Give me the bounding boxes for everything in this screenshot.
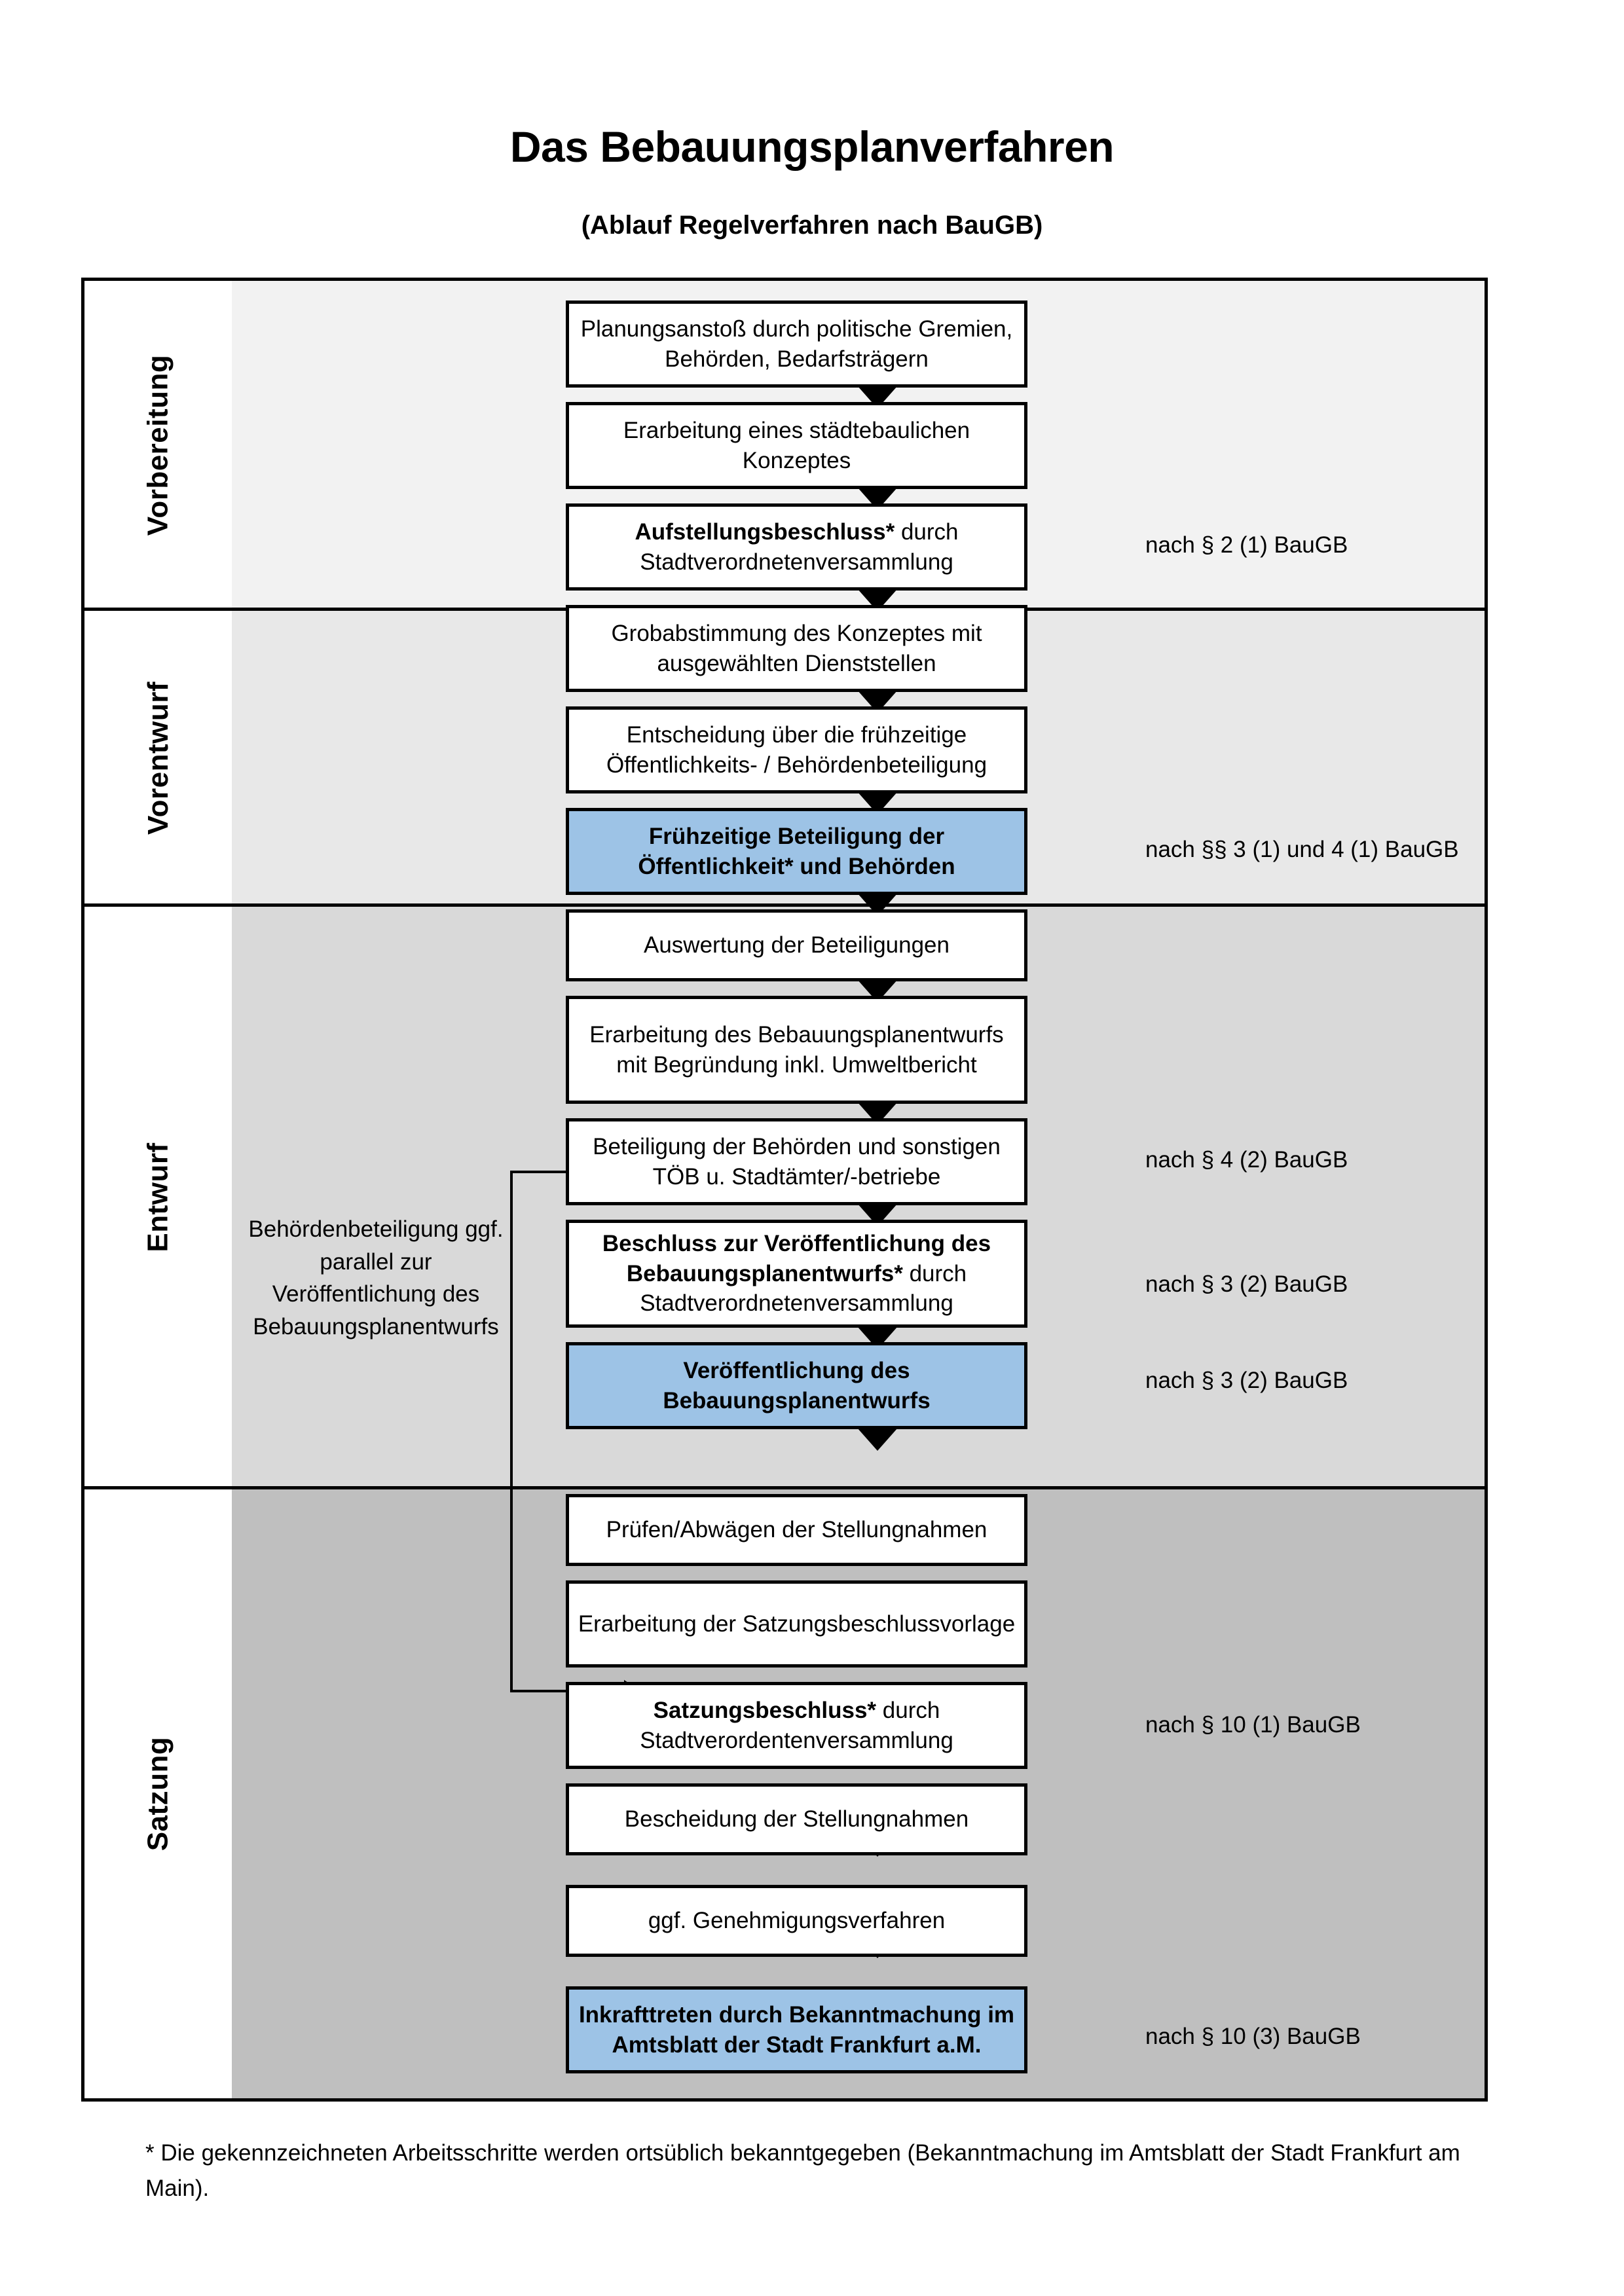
step-box-erarbeitung-bplanentwurf[interactable]: Erarbeitung des Bebauungsplanentwurfs mi… bbox=[566, 996, 1027, 1104]
phase-label-satzung: Satzung bbox=[84, 1489, 232, 2098]
phase-label-entwurf: Entwurf bbox=[84, 907, 232, 1487]
step-box-label: Erarbeitung eines städtebaulichen Konzep… bbox=[623, 418, 970, 473]
label-separator-1 bbox=[84, 608, 232, 611]
phase-label-text: Vorbereitung bbox=[141, 354, 174, 536]
label-separator-2 bbox=[84, 903, 232, 907]
step-box-grobabstimmung[interactable]: Grobabstimmung des Konzeptes mit ausgewä… bbox=[566, 605, 1027, 692]
band-separator-2 bbox=[84, 903, 1485, 907]
flowchart-frame: Vorbereitung Vorentwurf Entwurf Satzung bbox=[81, 278, 1488, 2102]
step-box-label: Prüfen/Abwägen der Stellungnahmen bbox=[606, 1517, 987, 1543]
step-box-label-rest: durch Stadtverordentenversammlung bbox=[640, 1698, 953, 1753]
step-box-label: Beschluss zur Veröffentlichung des Bebau… bbox=[577, 1229, 1016, 1319]
step-box-label: Grobabstimmung des Konzeptes mit ausgewä… bbox=[611, 621, 982, 676]
phase-label-text: Entwurf bbox=[141, 1142, 174, 1252]
step-box-satzungsbeschluss[interactable]: Satzungsbeschluss* durch Stadtverordente… bbox=[566, 1682, 1027, 1769]
step-box-label-rest: durch Bekanntmachung im Amtsblatt der St… bbox=[612, 2002, 1015, 2058]
step-box-pruefen-abwaegen[interactable]: Prüfen/Abwägen der Stellungnahmen bbox=[566, 1494, 1027, 1566]
footnote: * Die gekennzeichneten Arbeitsschritte w… bbox=[145, 2136, 1494, 2207]
step-box-label: Inkrafttreten durch Bekanntmachung im Am… bbox=[577, 2000, 1016, 2060]
step-box-bescheidung-stellungnahmen[interactable]: Bescheidung der Stellungnahmen bbox=[566, 1783, 1027, 1855]
step-box-genehmigungsverfahren[interactable]: ggf. Genehmigungsverfahren bbox=[566, 1885, 1027, 1957]
step-box-label: ggf. Genehmigungsverfahren bbox=[648, 1908, 946, 1934]
step-box-label-bold: Satzungsbeschluss* bbox=[653, 1698, 877, 1723]
step-box-label: Frühzeitige Beteiligung der Öffentlichke… bbox=[638, 824, 955, 879]
reference-par3-2-a: nach § 3 (2) BauGB bbox=[1145, 1271, 1348, 1298]
step-box-beschluss-veroeffentlichung[interactable]: Beschluss zur Veröffentlichung des Bebau… bbox=[566, 1220, 1027, 1328]
phase-label-column: Vorbereitung Vorentwurf Entwurf Satzung bbox=[84, 281, 232, 2098]
reference-text: nach § 3 (2) BauGB bbox=[1145, 1368, 1348, 1393]
phase-label-vorentwurf: Vorentwurf bbox=[84, 611, 232, 905]
reference-par3-1-4-1: nach §§ 3 (1) und 4 (1) BauGB bbox=[1145, 837, 1459, 863]
phase-label-vorbereitung: Vorbereitung bbox=[84, 281, 232, 609]
step-box-label: Entscheidung über die frühzeitige Öffent… bbox=[606, 722, 987, 778]
band-separator-3 bbox=[84, 1486, 1485, 1489]
footnote-text: * Die gekennzeichneten Arbeitsschritte w… bbox=[145, 2140, 1460, 2202]
reference-par4-2: nach § 4 (2) BauGB bbox=[1145, 1147, 1348, 1173]
bracket-vertical-segment bbox=[510, 1171, 513, 1692]
step-box-label-rest: durch Stadtverordnetenversammlung bbox=[640, 519, 959, 575]
phase-label-text: Vorentwurf bbox=[141, 681, 174, 835]
step-box-label: Beteiligung der Behörden und sonstigen T… bbox=[593, 1134, 1001, 1190]
step-box-label-bold: Aufstellungsbeschluss* bbox=[635, 519, 895, 545]
step-box-label: Erarbeitung des Bebauungsplanentwurfs mi… bbox=[589, 1022, 1004, 1078]
step-box-label: Auswertung der Beteiligungen bbox=[644, 932, 950, 958]
step-box-auswertung-beteiligungen[interactable]: Auswertung der Beteiligungen bbox=[566, 909, 1027, 981]
page-subtitle: (Ablauf Regelverfahren nach BauGB) bbox=[581, 211, 1043, 240]
step-box-label: Bescheidung der Stellungnahmen bbox=[624, 1806, 969, 1832]
step-box-aufstellungsbeschluss[interactable]: Aufstellungsbeschluss* durch Stadtverord… bbox=[566, 503, 1027, 591]
step-box-inkrafttreten[interactable]: Inkrafttreten durch Bekanntmachung im Am… bbox=[566, 1986, 1027, 2073]
reference-text: nach § 10 (3) BauGB bbox=[1145, 2024, 1361, 2049]
step-box-label-rest: durch Stadtverordnetenversammlung bbox=[640, 1260, 967, 1317]
reference-par3-2-b: nach § 3 (2) BauGB bbox=[1145, 1368, 1348, 1394]
step-box-label: Satzungsbeschluss* durch Stadtverordente… bbox=[577, 1696, 1016, 1755]
step-box-label-bold: Beschluss zur Veröffentlichung des Bebau… bbox=[602, 1231, 991, 1286]
step-box-beteiligung-behoerden[interactable]: Beteiligung der Behörden und sonstigen T… bbox=[566, 1118, 1027, 1205]
label-separator-3 bbox=[84, 1486, 232, 1489]
step-box-label: Erarbeitung der Satzungsbeschlussvorlage bbox=[578, 1611, 1016, 1637]
step-box-fruehzeitige-beteiligung[interactable]: Frühzeitige Beteiligung der Öffentlichke… bbox=[566, 808, 1027, 895]
reference-par10-1: nach § 10 (1) BauGB bbox=[1145, 1712, 1361, 1738]
step-box-entscheidung-fruehzeitige[interactable]: Entscheidung über die frühzeitige Öffent… bbox=[566, 706, 1027, 793]
sidenote-text: Behördenbeteiligung ggf. parallel zur Ve… bbox=[248, 1216, 504, 1340]
page-title: Das Bebauungsplanverfahren bbox=[509, 122, 1115, 171]
reference-text: nach § 2 (1) BauGB bbox=[1145, 532, 1348, 558]
step-box-label: Aufstellungsbeschluss* durch Stadtverord… bbox=[577, 517, 1016, 577]
reference-text: nach §§ 3 (1) und 4 (1) BauGB bbox=[1145, 837, 1459, 862]
step-box-erarbeitung-satzungsvorlage[interactable]: Erarbeitung der Satzungsbeschlussvorlage bbox=[566, 1580, 1027, 1667]
reference-text: nach § 4 (2) BauGB bbox=[1145, 1147, 1348, 1173]
phase-label-text: Satzung bbox=[141, 1736, 174, 1851]
step-box-label: Veröffentlichung des Bebauungsplanentwur… bbox=[663, 1358, 931, 1413]
reference-par10-3: nach § 10 (3) BauGB bbox=[1145, 2024, 1361, 2050]
step-box-label: Planungsanstoß durch politische Gremien,… bbox=[580, 316, 1013, 372]
step-box-planungsanstoss[interactable]: Planungsanstoß durch politische Gremien,… bbox=[566, 301, 1027, 388]
step-box-label-bold: Inkrafttreten bbox=[578, 2002, 713, 2028]
sidenote-behoerdenbeteiligung: Behördenbeteiligung ggf. parallel zur Ve… bbox=[248, 1213, 504, 1343]
reference-text: nach § 3 (2) BauGB bbox=[1145, 1271, 1348, 1297]
reference-par2-1: nach § 2 (1) BauGB bbox=[1145, 532, 1348, 558]
step-box-veroeffentlichung-entwurf[interactable]: Veröffentlichung des Bebauungsplanentwur… bbox=[566, 1342, 1027, 1429]
reference-text: nach § 10 (1) BauGB bbox=[1145, 1712, 1361, 1738]
step-box-staedtebauliches-konzept[interactable]: Erarbeitung eines städtebaulichen Konzep… bbox=[566, 402, 1027, 489]
